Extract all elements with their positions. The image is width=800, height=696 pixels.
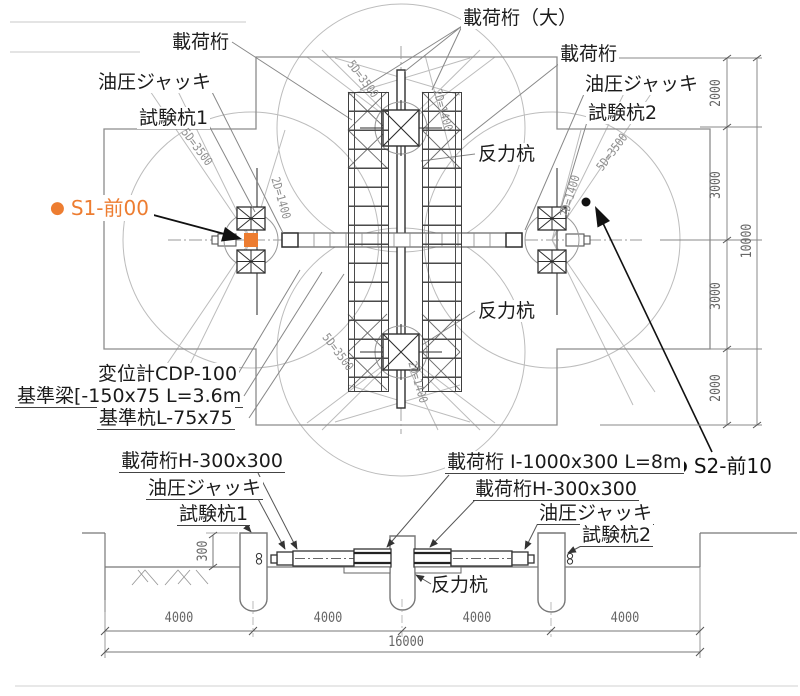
plan-label-test-pile-1: 試験杭1 xyxy=(137,107,211,129)
elevation-jack-left xyxy=(276,551,294,566)
elevation-label-test-pile-1: 試験杭1 xyxy=(177,503,251,526)
s1-orange-marker xyxy=(244,233,258,247)
elevation-label-jack-left: 油圧ジャッキ xyxy=(146,477,264,500)
s2-dot-marker xyxy=(581,197,591,207)
elevation-label-test-pile-2: 試験杭2 xyxy=(580,524,654,547)
frame-remnant-lines xyxy=(10,21,246,53)
plan-right-dimension-lines xyxy=(560,54,762,429)
elevation-leader-lines xyxy=(243,472,584,585)
dim-head-height-300: 300 xyxy=(195,540,211,562)
dim-right-3000-upper: 3000 xyxy=(708,171,724,199)
dim-right-3000-lower: 3000 xyxy=(708,282,724,310)
plan-label-jack-right: 油圧ジャッキ xyxy=(583,73,701,95)
plan-label-reference-pile: 基準杭L-75x75 xyxy=(97,407,235,430)
elevation-reaction-pile xyxy=(389,535,416,611)
test-pile-1-plan xyxy=(223,206,279,274)
elevation-jack-right xyxy=(511,551,529,566)
plan-label-test-pile-2: 試験杭2 xyxy=(586,102,660,124)
plan-label-reaction-pile-bottom: 反力杭 xyxy=(476,300,538,322)
dial-gauges xyxy=(255,552,574,565)
plan-label-reference-beam: 基準梁[-150x75 L=3.6m xyxy=(15,385,244,408)
dim-right-2000-top: 2000 xyxy=(708,79,724,107)
plan-jack-right-block xyxy=(505,232,523,248)
dim-right-2000-bottom: 2000 xyxy=(708,374,724,402)
elevation-test-pile-2 xyxy=(537,532,566,613)
elevation-label-jack-right: 油圧ジャッキ xyxy=(537,502,655,525)
elevation-label-girder-h-right: 載荷桁H-300x300 xyxy=(473,478,639,501)
elevation-label-reaction-pile: 反力杭 xyxy=(431,574,489,596)
dim-total-16000: 16000 xyxy=(388,634,424,650)
test-pile-2-plan xyxy=(524,206,580,274)
s1-bullet-icon: ● xyxy=(50,198,65,218)
elevation-300-dimension xyxy=(206,531,238,571)
elevation-label-girder-i: 載荷桁 I-1000x300 L=8m xyxy=(445,451,684,474)
dim-right-total-10000: 10000 xyxy=(739,223,755,259)
plan-loading-girder-large-left xyxy=(348,92,389,392)
plan-jack-left-block xyxy=(281,232,299,248)
plan-label-girder-left: 載荷桁 xyxy=(170,31,232,53)
plan-loading-girder-large-right xyxy=(422,92,462,392)
s1-arrow xyxy=(145,212,242,242)
s2-annotation-text: S2-前10 xyxy=(693,454,772,478)
plan-label-jack-left: 油圧ジャッキ xyxy=(96,71,214,93)
dim-span-4000-4: 4000 xyxy=(610,610,640,626)
bottom-dimension-lines xyxy=(100,567,705,658)
s2-arrow xyxy=(595,206,713,453)
elevation-test-pile-1 xyxy=(239,532,268,612)
plan-label-displacement-meter: 変位計CDP-100 xyxy=(96,363,240,386)
elevation-girder-i-right xyxy=(413,548,452,568)
plan-label-girder-right: 載荷桁 xyxy=(558,43,620,65)
dim-span-4000-1: 4000 xyxy=(164,610,194,626)
elevation-label-girder-h-left: 載荷桁H-300x300 xyxy=(119,450,285,473)
plan-label-reaction-pile-top: 反力杭 xyxy=(476,143,538,165)
s1-annotation: ● S1-前00 xyxy=(45,195,154,221)
dim-span-4000-3: 4000 xyxy=(462,610,492,626)
s2-annotation: ● S2-前10 xyxy=(668,453,777,479)
elevation-piles xyxy=(239,532,566,613)
dim-span-4000-2: 4000 xyxy=(313,610,343,626)
elevation-girders xyxy=(270,548,535,574)
reaction-pile-top xyxy=(360,100,442,156)
plan-label-girder-large: 載荷桁（大） xyxy=(461,7,580,29)
plan-outline xyxy=(103,56,711,426)
elevation-girder-i-left xyxy=(353,548,392,568)
s1-annotation-text: S1-前00 xyxy=(70,196,149,220)
